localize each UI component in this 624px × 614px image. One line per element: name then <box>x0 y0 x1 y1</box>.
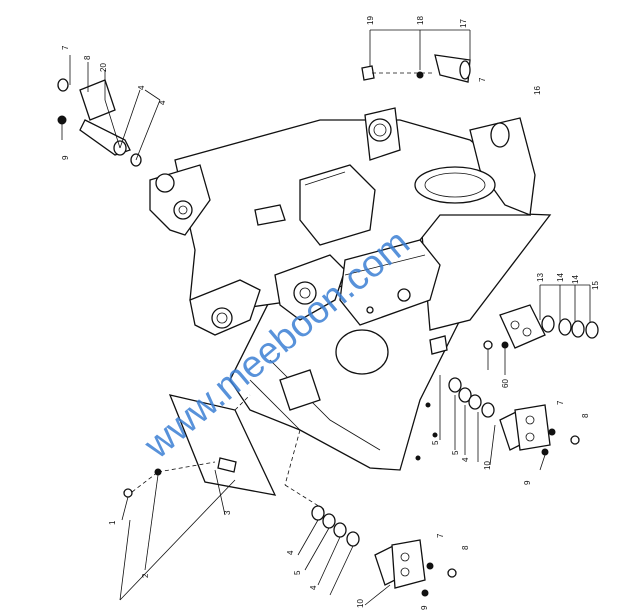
top-left-pin-assembly <box>57 55 161 167</box>
callout-9-left: 9 <box>61 155 70 160</box>
callout-14-b: 14 <box>571 275 580 284</box>
callout-8-mid: 8 <box>581 413 590 418</box>
callout-14-a: 14 <box>556 273 565 282</box>
callout-60: 60 <box>501 379 510 388</box>
callout-2: 2 <box>141 573 150 578</box>
callout-numbers: 7 8 20 4 4 9 19 18 17 7 16 13 14 14 15 6… <box>61 16 600 610</box>
callout-4-bot: 4 <box>286 550 295 555</box>
callout-8-bot: 8 <box>461 545 470 550</box>
callout-18: 18 <box>416 16 425 25</box>
callout-7-top-right: 7 <box>478 77 487 82</box>
callout-3: 3 <box>223 510 232 515</box>
lower-cover-plate <box>119 394 326 601</box>
callout-8-top-left: 8 <box>83 55 92 60</box>
callout-1: 1 <box>108 520 117 525</box>
callout-4-top-b: 4 <box>158 100 167 105</box>
right-plate-assembly <box>483 284 599 375</box>
callout-9-mid: 9 <box>523 480 532 485</box>
callout-10-bot: 10 <box>356 599 365 608</box>
callout-10-mid: 10 <box>483 461 492 470</box>
callout-20: 20 <box>99 63 108 72</box>
callout-4-mid: 4 <box>461 457 470 462</box>
callout-19: 19 <box>366 16 375 25</box>
callout-9-bot: 9 <box>420 605 429 610</box>
main-frame-housing <box>149 107 552 471</box>
callout-5-mid-b: 5 <box>451 450 460 455</box>
callout-5-mid-a: 5 <box>431 440 440 445</box>
bottom-pin-assembly <box>297 505 457 606</box>
callout-16: 16 <box>533 86 542 95</box>
callout-7-mid: 7 <box>556 400 565 405</box>
middle-pin-assembly <box>439 375 580 471</box>
callout-5-bot-a: 5 <box>293 570 302 575</box>
callout-15: 15 <box>591 281 600 290</box>
callout-4-bot-b: 4 <box>309 585 318 590</box>
top-center-pin-assembly <box>361 29 471 83</box>
callout-4-top-a: 4 <box>137 85 146 90</box>
callout-7-top-left: 7 <box>61 45 70 50</box>
callout-13: 13 <box>536 273 545 282</box>
callout-17: 17 <box>459 19 468 28</box>
callout-7-bot: 7 <box>436 533 445 538</box>
